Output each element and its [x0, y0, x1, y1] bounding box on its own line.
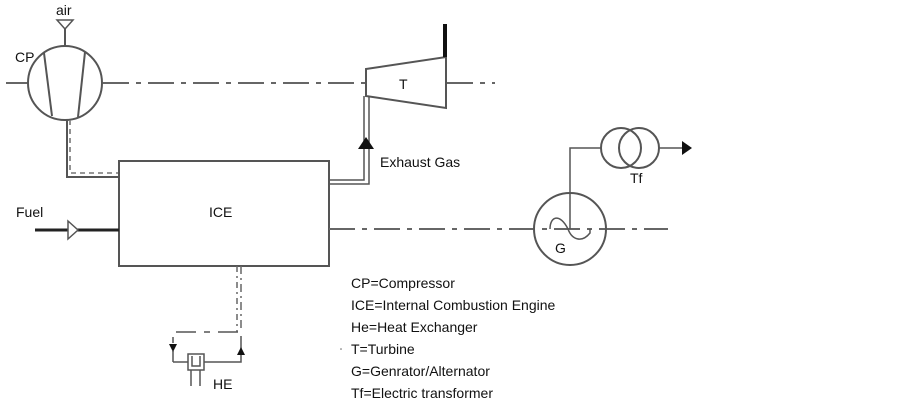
- turbine-label: T: [399, 76, 408, 92]
- compressor-icon: [27, 45, 103, 121]
- legend: CP=Compressor ICE=Internal Combustion En…: [351, 272, 555, 404]
- compressed-air-pipe: [66, 120, 119, 178]
- legend-item: G=Genrator/Alternator: [351, 363, 490, 379]
- fuel-label: Fuel: [16, 204, 43, 220]
- air-inlet-icon: [55, 19, 75, 46]
- legend-item: T=Turbine: [351, 341, 415, 357]
- he-return-line: [204, 336, 242, 363]
- exhaust-pipe: [330, 96, 365, 181]
- generator-label: G: [555, 240, 566, 256]
- legend-item: Tf=Electric transformer: [351, 385, 493, 401]
- he-supply-line: [172, 331, 238, 362]
- legend-item: CP=Compressor: [351, 275, 455, 291]
- he-up-arrow-icon: [237, 347, 245, 355]
- heat-exchanger-label: HE: [213, 376, 232, 392]
- compressor-label: CP: [15, 49, 34, 65]
- ice-block: [118, 160, 330, 267]
- transformer-label: Tf: [630, 170, 643, 186]
- legend-item: ICE=Internal Combustion Engine: [351, 297, 556, 313]
- ice-label: ICE: [209, 204, 232, 220]
- turbine-icon: [365, 24, 447, 110]
- output-arrow-icon: [682, 141, 692, 155]
- power-line: [569, 147, 601, 229]
- fuel-arrow-icon: [67, 219, 80, 241]
- air-label: air: [56, 2, 72, 18]
- he-down-arrow-icon: [169, 344, 177, 352]
- exhaust-arrow-icon: [358, 137, 374, 149]
- exhaust-gas-label: Exhaust Gas: [380, 154, 460, 170]
- transformer-icon: [600, 127, 660, 169]
- heat-exchanger-icon: [187, 353, 205, 386]
- legend-item: He=Heat Exchanger: [351, 319, 478, 335]
